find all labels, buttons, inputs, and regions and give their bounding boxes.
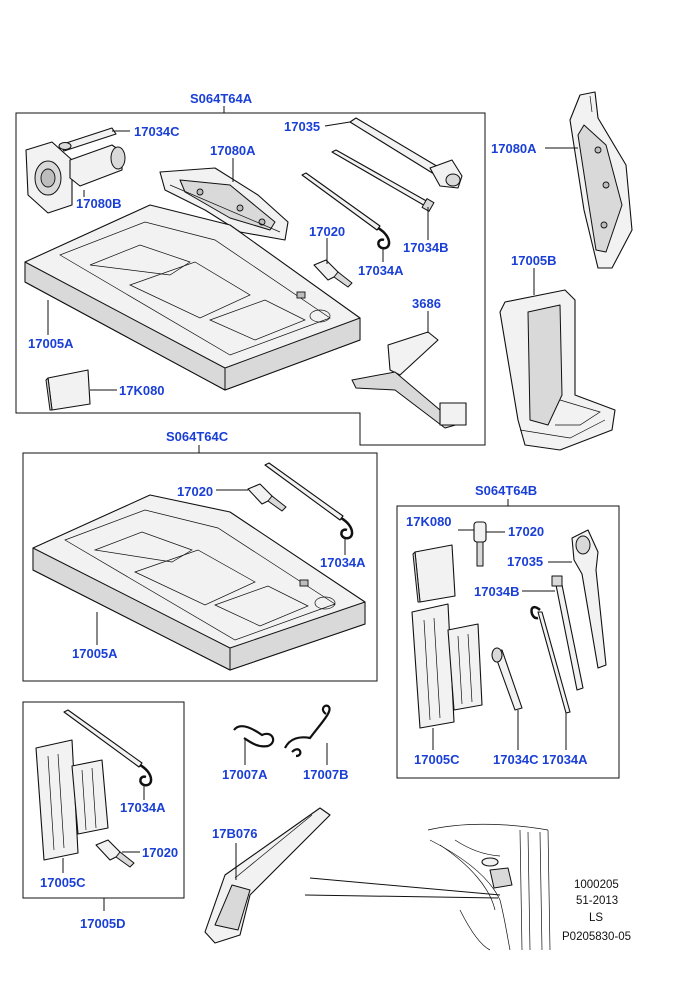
label-17b076: 17B076 <box>212 826 258 841</box>
label-17080a-right: 17080A <box>491 141 537 156</box>
group-title-s064t64b: S064T64B <box>475 483 537 498</box>
part-17005a-tray-a <box>24 204 361 391</box>
part-17007b-clip <box>284 704 331 758</box>
part-17005b-jack-holder <box>499 289 616 451</box>
part-17020-socket-c <box>247 483 287 512</box>
label-3686: 3686 <box>412 296 441 311</box>
part-17k080-pad-a <box>45 369 91 411</box>
part-17034c-bar-b <box>491 647 523 711</box>
label-17035: 17035 <box>284 119 320 134</box>
label-17005c-d: 17005C <box>40 875 86 890</box>
footer-line-4: P0205830-05 <box>562 931 631 943</box>
group-title-s064t64a: S064T64A <box>190 91 253 106</box>
label-17005b: 17005B <box>511 253 557 268</box>
part-17080a-jack-folded <box>569 91 633 269</box>
label-17005a: 17005A <box>28 336 74 351</box>
label-17007a: 17007A <box>222 767 268 782</box>
label-17034b-b: 17034B <box>474 584 520 599</box>
part-17b076-cover <box>204 807 331 944</box>
part-17005c-tool-roll-b <box>411 603 483 729</box>
part-17020-socket-d <box>95 839 135 868</box>
part-17034c-bar <box>58 127 117 152</box>
group-title-17005d: 17005D <box>80 916 126 931</box>
label-17020-b: 17020 <box>508 524 544 539</box>
label-17005a-c: 17005A <box>72 646 118 661</box>
label-17020-d: 17020 <box>142 845 178 860</box>
part-17005c-tool-roll-d <box>35 739 109 861</box>
part-17k080-pad-b <box>412 544 456 603</box>
label-17034a-b: 17034A <box>542 752 588 767</box>
label-17035-b: 17035 <box>507 554 543 569</box>
part-17034b-extension-bar-b <box>551 575 584 691</box>
part-17020-socket-b <box>473 521 487 567</box>
vehicle-cutaway-view <box>427 823 551 951</box>
label-17034c-b: 17034C <box>493 752 539 767</box>
part-17034a-hook-bar-b <box>530 606 571 714</box>
label-17005c-b: 17005C <box>414 752 460 767</box>
label-17k080-b: 17K080 <box>406 514 452 529</box>
part-3686-bracket <box>351 331 467 429</box>
part-17080b-jack-base <box>25 141 126 214</box>
label-17007b: 17007B <box>303 767 349 782</box>
part-17020-socket <box>313 259 353 288</box>
label-17080a: 17080A <box>210 143 256 158</box>
label-17020-c: 17020 <box>177 484 213 499</box>
footer-line-3: LS <box>589 912 603 924</box>
part-17035-wheel-brace <box>349 117 463 189</box>
part-17080a-scissor-jack <box>159 167 289 241</box>
part-17034a-hook-bar <box>301 172 391 250</box>
label-17k080: 17K080 <box>119 383 165 398</box>
label-17034a-c: 17034A <box>320 555 366 570</box>
part-17034a-hook-bar-d <box>63 709 153 787</box>
group-title-s064t64c: S064T64C <box>166 429 229 444</box>
label-17020: 17020 <box>309 224 345 239</box>
label-17034a: 17034A <box>358 263 404 278</box>
group-box-s064t64a <box>15 112 486 446</box>
label-17080b: 17080B <box>76 196 122 211</box>
label-17034a-d: 17034A <box>120 800 166 815</box>
footer-line-1: 1000205 <box>574 879 619 891</box>
footer-line-2: 51-2013 <box>576 895 618 907</box>
part-17035-wheel-brace-b <box>571 529 607 669</box>
label-17034b: 17034B <box>403 240 449 255</box>
part-17034b-extension-bar <box>331 149 435 212</box>
group-box-s064t64c <box>22 452 378 682</box>
label-17034c: 17034C <box>134 124 180 139</box>
part-17005a-tray-c <box>32 494 366 671</box>
part-17007a-tie <box>233 725 275 748</box>
